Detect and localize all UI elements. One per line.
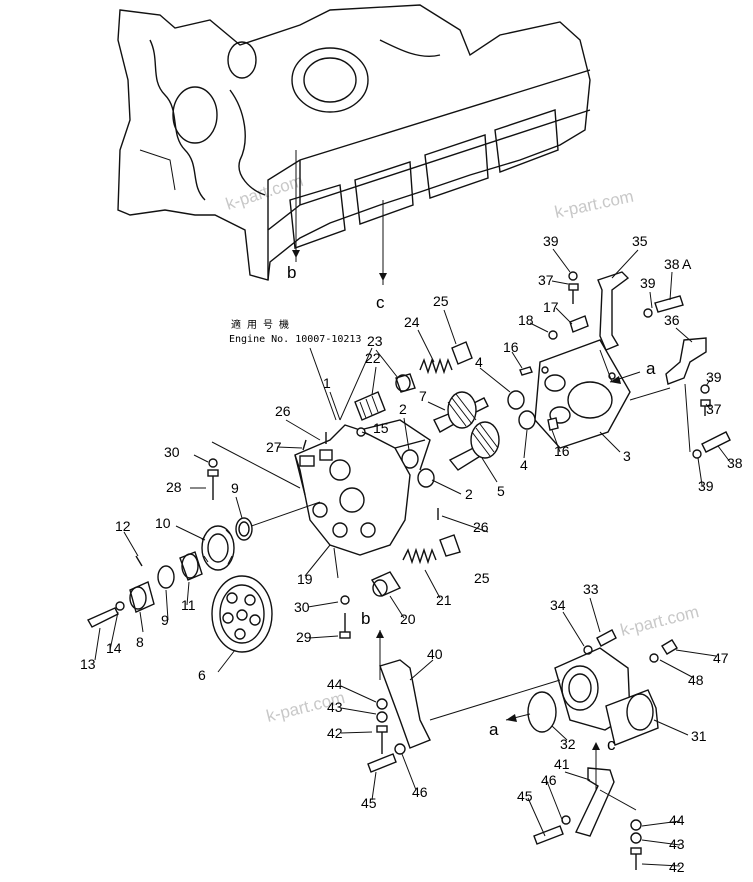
label-25-bottom: 25: [474, 570, 490, 586]
view-letter-a-bottom: a: [489, 720, 499, 739]
label-31: 31: [691, 728, 707, 744]
watermark-3: k-part.com: [618, 602, 701, 640]
label-25-top: 25: [433, 293, 449, 309]
label-39-top: 39: [543, 233, 559, 249]
label-43-right: 43: [669, 836, 685, 852]
label-19: 19: [297, 571, 313, 587]
label-36: 36: [664, 312, 680, 328]
label-30-bottom: 30: [294, 599, 310, 615]
label-34: 34: [550, 597, 566, 613]
leader-lines: [94, 248, 731, 867]
label-15: 15: [373, 420, 389, 436]
label-17: 17: [543, 299, 559, 315]
label-12: 12: [115, 518, 131, 534]
label-27: 27: [266, 439, 282, 455]
label-5: 5: [497, 483, 505, 499]
label-1: 1: [323, 375, 331, 391]
label-13: 13: [80, 656, 96, 672]
label-20: 20: [400, 611, 416, 627]
label-7: 7: [419, 388, 427, 404]
engine-block: [117, 4, 591, 285]
strainer-assembly: [505, 629, 678, 837]
label-42-right: 42: [669, 859, 685, 875]
label-46-left: 46: [412, 784, 428, 800]
label-48: 48: [688, 672, 704, 688]
label-26-top: 26: [275, 403, 291, 419]
label-29: 29: [296, 629, 312, 645]
pump-body: [211, 391, 439, 579]
label-45-right: 45: [517, 788, 533, 804]
label-9-bottom: 9: [161, 612, 169, 628]
label-37-right: 37: [706, 401, 722, 417]
label-41: 41: [554, 756, 570, 772]
label-28: 28: [166, 479, 182, 495]
label-3: 3: [623, 448, 631, 464]
label-38A: 38: [664, 256, 680, 272]
label-8: 8: [136, 634, 144, 650]
label-45-left: 45: [361, 795, 377, 811]
label-32: 32: [560, 736, 576, 752]
label-37-top: 37: [538, 272, 554, 288]
label-16-top: 16: [503, 339, 519, 355]
label-23: 23: [367, 333, 383, 349]
label-30-top: 30: [164, 444, 180, 460]
label-16-bottom: 16: [554, 443, 570, 459]
label-11: 11: [181, 597, 196, 613]
label-9-top: 9: [231, 480, 239, 496]
label-10: 10: [155, 515, 171, 531]
front-gears: [87, 458, 351, 653]
label-47: 47: [713, 650, 729, 666]
label-2-bottom: 2: [465, 486, 473, 502]
bracket-40-assembly: [367, 659, 642, 870]
label-33: 33: [583, 581, 599, 597]
label-46-right: 46: [541, 772, 557, 788]
label-18: 18: [518, 312, 534, 328]
view-letter-c-bottom: c: [607, 735, 616, 754]
gears-bushings: [395, 341, 536, 488]
label-35: 35: [632, 233, 648, 249]
label-21: 21: [436, 592, 452, 608]
cover-assembly: [519, 271, 731, 459]
label-39-bottom: 39: [698, 478, 714, 494]
watermark-1: k-part.com: [223, 171, 305, 214]
label-42-left: 42: [327, 725, 343, 741]
view-letter-c-top: c: [376, 293, 385, 312]
part-labels: 1 2 2 3 4 4 5 6 7 8 9 9 10 11 12 13 14 1…: [80, 233, 743, 875]
label-44-right: 44: [669, 812, 685, 828]
label-26-bottom: 26: [473, 519, 489, 535]
watermark-2: k-part.com: [553, 187, 635, 222]
view-letter-a-cover: a: [646, 359, 656, 378]
label-38A-suffix: A: [682, 256, 692, 272]
label-24: 24: [404, 314, 420, 330]
label-39-right: 39: [706, 369, 722, 385]
label-4-bottom: 4: [520, 457, 528, 473]
applicability-note-line2: Engine No. 10007-10213: [229, 334, 361, 345]
label-6: 6: [198, 667, 206, 683]
label-39-mid: 39: [640, 275, 656, 291]
relief-valve: [370, 534, 461, 680]
label-44-left: 44: [327, 676, 343, 692]
label-43-left: 43: [327, 699, 343, 715]
label-38: 38: [727, 455, 743, 471]
label-14: 14: [106, 640, 122, 656]
label-4-top: 4: [475, 354, 483, 370]
view-letter-b-mid: b: [361, 609, 370, 628]
label-22: 22: [365, 350, 381, 366]
applicability-note-line1: 適 用 号 機: [231, 318, 289, 331]
view-letter-b-top: b: [287, 263, 296, 282]
label-40: 40: [427, 646, 443, 662]
label-2-top: 2: [399, 401, 407, 417]
